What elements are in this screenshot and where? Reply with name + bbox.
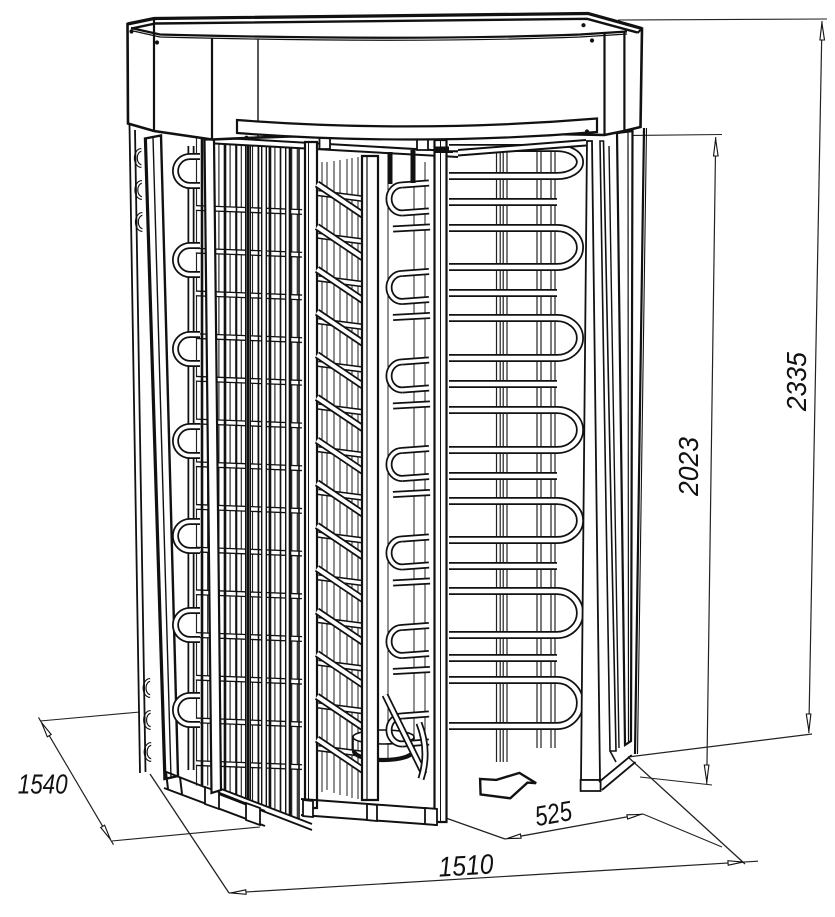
svg-text:525: 525 [532,795,574,832]
svg-text:2335: 2335 [781,352,812,412]
svg-text:1510: 1510 [438,848,495,882]
svg-text:2023: 2023 [673,437,704,497]
svg-text:1540: 1540 [18,769,68,800]
